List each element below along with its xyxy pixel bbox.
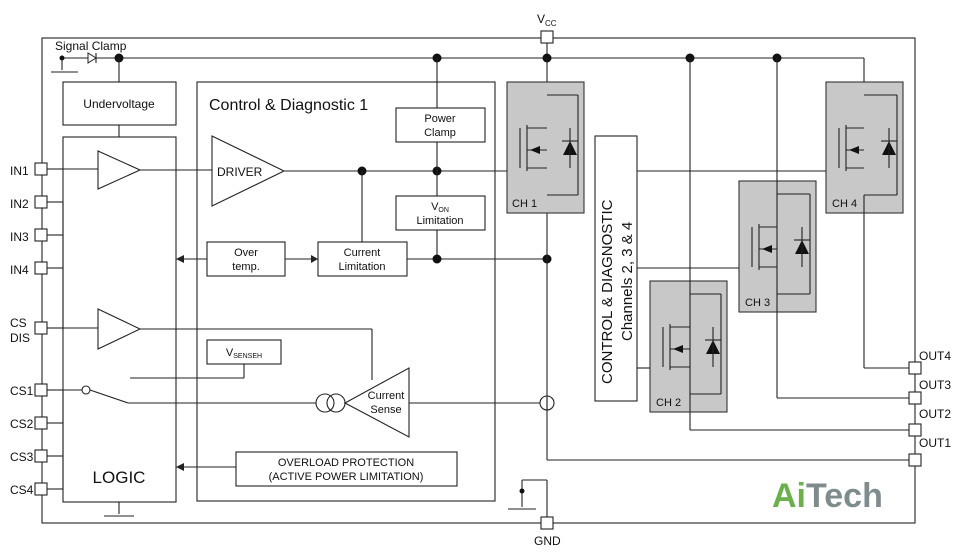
gnd-label: GND [534,534,561,548]
pin-cs2-label: CS2 [10,417,34,431]
von-limitation-label: Limitation [416,215,463,227]
pin-in4 [34,261,48,275]
current-limitation-block [317,241,408,277]
pin-csdis [34,321,48,335]
over-temp-block [206,241,286,277]
current-limitation-label-1: Current [344,247,381,259]
pin-cs2 [34,416,48,430]
pin-out4-label: OUT4 [919,349,951,363]
von-label: VON [431,201,449,214]
current-sense-block [343,367,410,438]
signal-clamp-label: Signal Clamp [55,39,127,53]
current-source-icon [315,393,335,413]
overload-label-1: OVERLOAD PROTECTION [278,457,414,469]
logic-label: LOGIC [93,468,146,487]
control-diagnostic-234-block [594,135,638,402]
power-clamp-label-2: Clamp [424,127,456,139]
pin-cs1-label: CS1 [10,384,34,398]
control-diagnostic-234-label-1: CONTROL & DIAGNOSTIC [599,199,616,384]
pin-out3-label: OUT3 [919,378,951,392]
pin-cs-label: CS [10,316,27,330]
vcc-pin [540,30,554,44]
ch3-mosfet-icon [751,193,811,295]
current-sense-label-2: Sense [370,404,401,416]
brand-logo: AiTech [772,477,883,515]
control-diagnostic-234-label-2: Channels 2, 3 & 4 [619,222,636,341]
pin-in3-label: IN3 [10,230,29,244]
input-pins: IN1 IN2 IN3 IN4 CS DIS CS1 CS2 CS3 CS4 [10,162,48,497]
pin-out4 [908,361,922,375]
ch1-label: CH 1 [512,198,537,210]
vcc-label: VCC [537,12,557,28]
overload-protection-block [235,451,458,487]
driver-block [211,135,286,207]
pin-in2-label: IN2 [10,197,29,211]
ch1-mosfet-icon [519,94,579,196]
ch4-mosfet-icon [838,94,898,196]
pin-in4-label: IN4 [10,263,29,277]
pin-out2 [908,423,922,437]
pin-in1-label: IN1 [10,164,29,178]
current-limitation-label-2: Limitation [338,261,385,273]
pin-cs3-label: CS3 [10,450,34,464]
pin-out1-label: OUT1 [919,436,951,450]
undervoltage-block [62,81,177,126]
pin-out1 [908,453,922,467]
pin-out3 [908,391,922,405]
pin-cs3 [34,449,48,463]
pin-cs4-label: CS4 [10,483,34,497]
gnd-pin [540,516,554,530]
power-clamp-block [395,107,486,143]
vsenseh-label: VSENSEH [226,347,262,360]
zener-diode-icon [87,52,97,64]
over-temp-label-2: temp. [232,261,260,273]
chip-boundary [41,37,916,524]
csdis-buffer-icon [97,308,142,350]
ch4-label: CH 4 [832,198,857,210]
pin-cs1 [34,383,48,397]
pin-in1 [34,162,48,176]
ch2-mosfet-icon [662,293,722,395]
pin-cs4 [34,482,48,496]
pin-in2 [34,195,48,209]
pin-in3 [34,228,48,242]
driver-label: DRIVER [217,165,263,179]
pin-out2-label: OUT2 [919,407,951,421]
power-clamp-label-1: Power [424,113,456,125]
control-diagnostic-1-label: Control & Diagnostic 1 [209,97,368,114]
ch2-label: CH 2 [656,397,681,409]
current-sense-label-1: Current [368,390,405,402]
ch3-label: CH 3 [745,297,770,309]
undervoltage-label: Undervoltage [83,97,155,111]
input-buffer-icon [97,150,142,190]
pin-dis-label: DIS [10,331,30,345]
overload-label-2: (ACTIVE POWER LIMITATION) [269,471,424,483]
von-limitation-block [395,195,486,231]
over-temp-label-1: Over [234,247,258,259]
control-diagnostic-1-block [196,81,496,502]
vsenseh-block [206,339,282,365]
